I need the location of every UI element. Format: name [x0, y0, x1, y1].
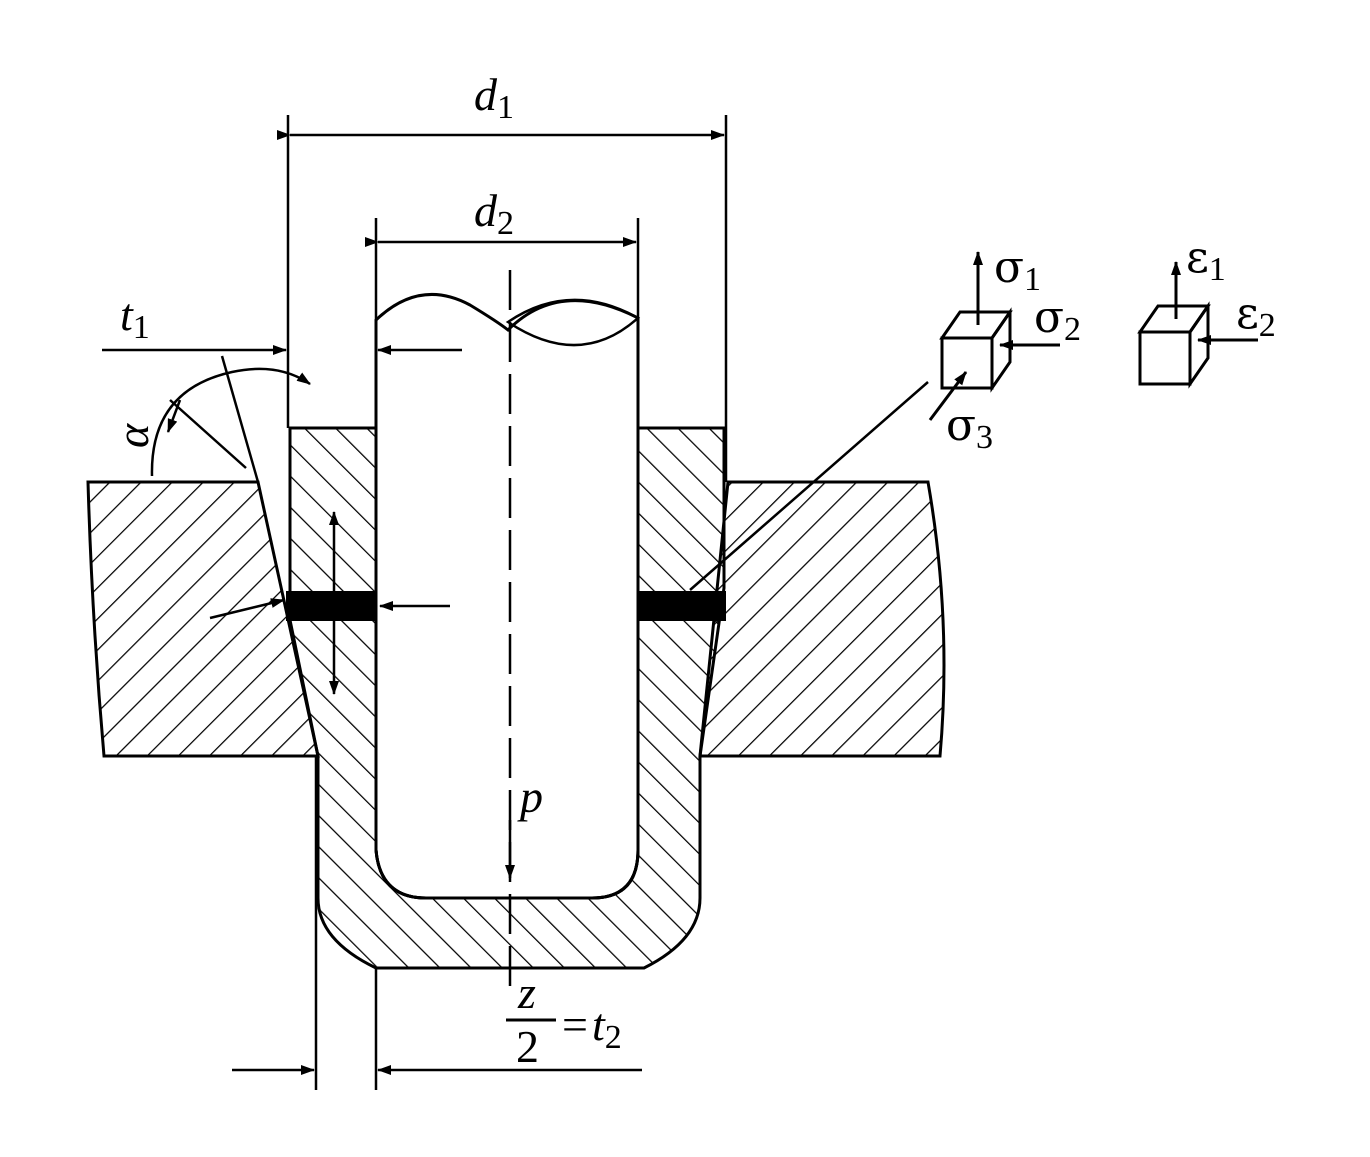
- label-sigma1: σ1: [994, 242, 1041, 298]
- deformation-zone-left: [286, 591, 376, 621]
- die-angle-line: [220, 355, 260, 483]
- stress-state-cube: [928, 251, 1060, 421]
- label-z: z: [517, 967, 536, 1018]
- label-t1: t1: [120, 289, 150, 346]
- stress-arrow-in: [209, 598, 285, 620]
- label-d1: d1: [474, 69, 514, 126]
- sigma3-arrow: [928, 371, 968, 421]
- label-sigma3: σ3: [946, 400, 993, 456]
- punch-interior: [380, 430, 634, 894]
- die-left: [86, 480, 320, 758]
- die-angle-ref: [169, 399, 247, 469]
- label-sigma2: σ2: [1034, 292, 1081, 348]
- label-d2: d2: [474, 185, 514, 242]
- label-epsilon1: ε1: [1186, 232, 1226, 288]
- label-t2: =t2: [562, 999, 622, 1056]
- strain-state-cube: [1137, 261, 1258, 389]
- label-epsilon2: ε2: [1236, 288, 1276, 344]
- label-alpha: α: [107, 423, 158, 448]
- leader-to-stress-cube: [689, 381, 929, 591]
- angle-arc-alpha-start: [166, 399, 182, 433]
- angle-arc-alpha: [150, 367, 311, 477]
- label-z-denominator: 2: [516, 1021, 539, 1072]
- label-p: p: [517, 771, 543, 822]
- die-right: [698, 480, 946, 758]
- deformation-zone-right: [638, 591, 726, 621]
- punch-break-section: [505, 298, 641, 347]
